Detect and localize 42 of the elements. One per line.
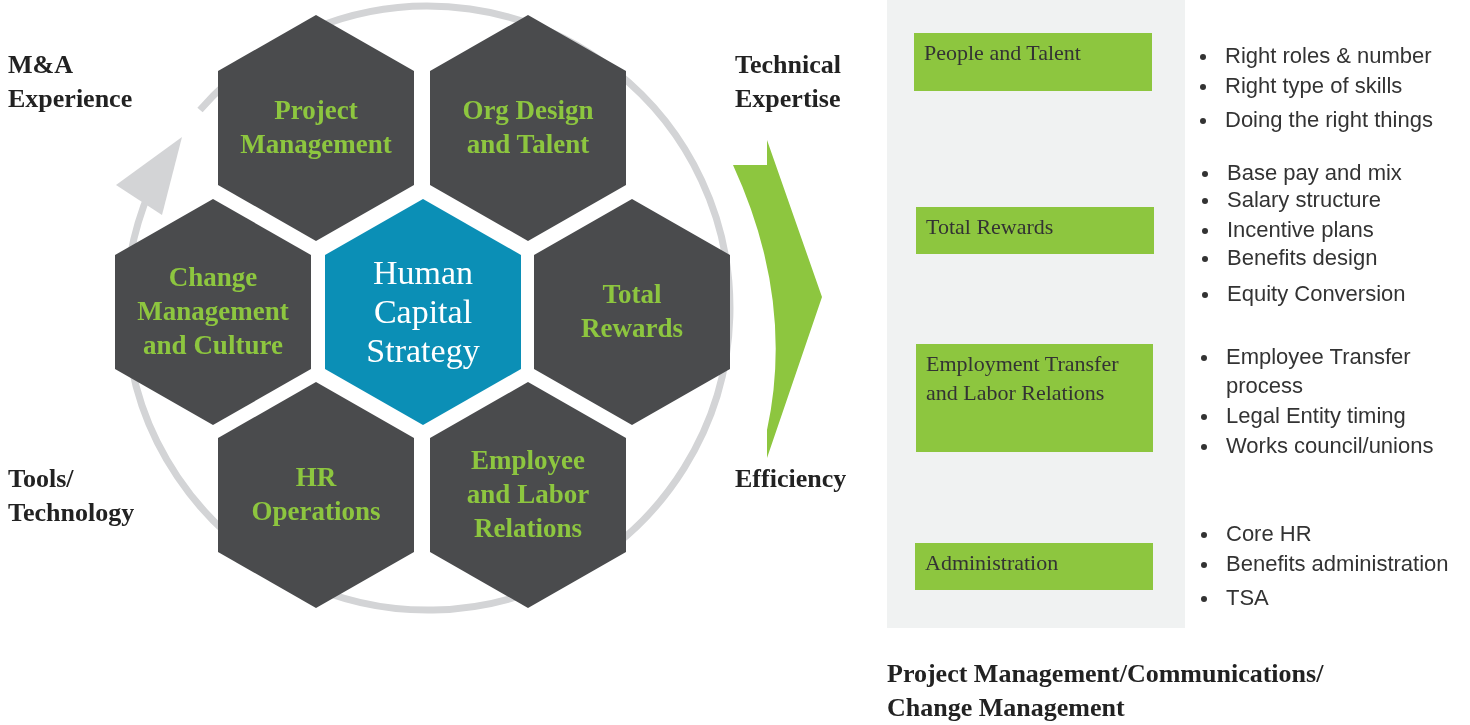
hexagon-tile — [430, 15, 626, 241]
bullet-text: Base pay and mix — [1227, 159, 1403, 187]
tile-label: Change Management and Culture — [136, 261, 290, 362]
bullet-text: Benefits design — [1227, 244, 1379, 272]
category-box — [916, 344, 1153, 452]
hexagon-tile — [430, 382, 626, 608]
bullet-text: Doing the right things — [1225, 106, 1434, 134]
tile-label: Employee and Labor Relations — [465, 444, 591, 545]
tile-label: HR Operations — [250, 461, 382, 528]
bullet-text: Core HR — [1226, 520, 1313, 548]
side-label: Efficiency — [735, 463, 848, 495]
category-label: Administration — [925, 549, 1060, 577]
side-label: Technical Expertise — [735, 49, 842, 115]
bullet-text: Legal Entity timing — [1226, 402, 1407, 430]
side-label: M&A Experience — [8, 49, 134, 115]
tile-label: Total Rewards — [580, 278, 684, 345]
tile-label: Human Capital Strategy — [365, 253, 481, 371]
category-box — [914, 33, 1152, 91]
bullet-text: Works council/unions — [1226, 432, 1435, 460]
category-label: People and Talent — [924, 39, 1082, 67]
category-label: Total Rewards — [926, 213, 1055, 241]
bullet-text: Right type of skills — [1225, 72, 1404, 100]
bullet-text: Employee Transfer process — [1226, 343, 1412, 400]
hexagon-tile — [115, 199, 311, 425]
hexagon-tile — [218, 15, 414, 241]
hexagon-tile — [218, 382, 414, 608]
bullet-text: TSA — [1226, 584, 1270, 612]
category-box — [915, 543, 1153, 590]
bullet-text: Salary structure — [1227, 186, 1383, 214]
bullet-text: Incentive plans — [1227, 216, 1375, 244]
bullet-text: Equity Conversion — [1227, 280, 1407, 308]
caption-text: Project Management/Communications/ Change Management — [887, 658, 1325, 724]
panel-background — [887, 0, 1185, 628]
tile-label: Project Management — [239, 94, 393, 161]
bullet-text: Benefits administration — [1226, 550, 1450, 578]
hexagon-tile — [534, 199, 730, 425]
tile-label: Org Design and Talent — [461, 94, 595, 161]
category-label: Employment Transfer and Labor Relations — [926, 350, 1120, 407]
hexagon-tile — [325, 199, 521, 425]
side-label: Tools/ Technology — [8, 463, 136, 529]
category-box — [916, 207, 1154, 254]
bullet-text: Right roles & number — [1225, 42, 1433, 70]
